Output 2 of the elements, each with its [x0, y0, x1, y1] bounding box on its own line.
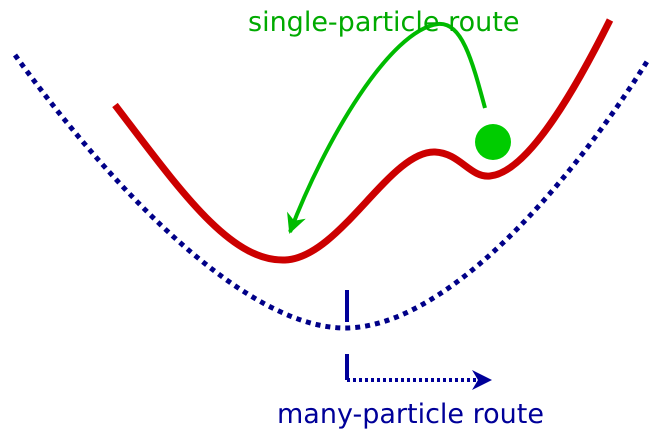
route-label: single-particle route	[248, 8, 520, 38]
route-label: many-particle route	[277, 400, 544, 430]
